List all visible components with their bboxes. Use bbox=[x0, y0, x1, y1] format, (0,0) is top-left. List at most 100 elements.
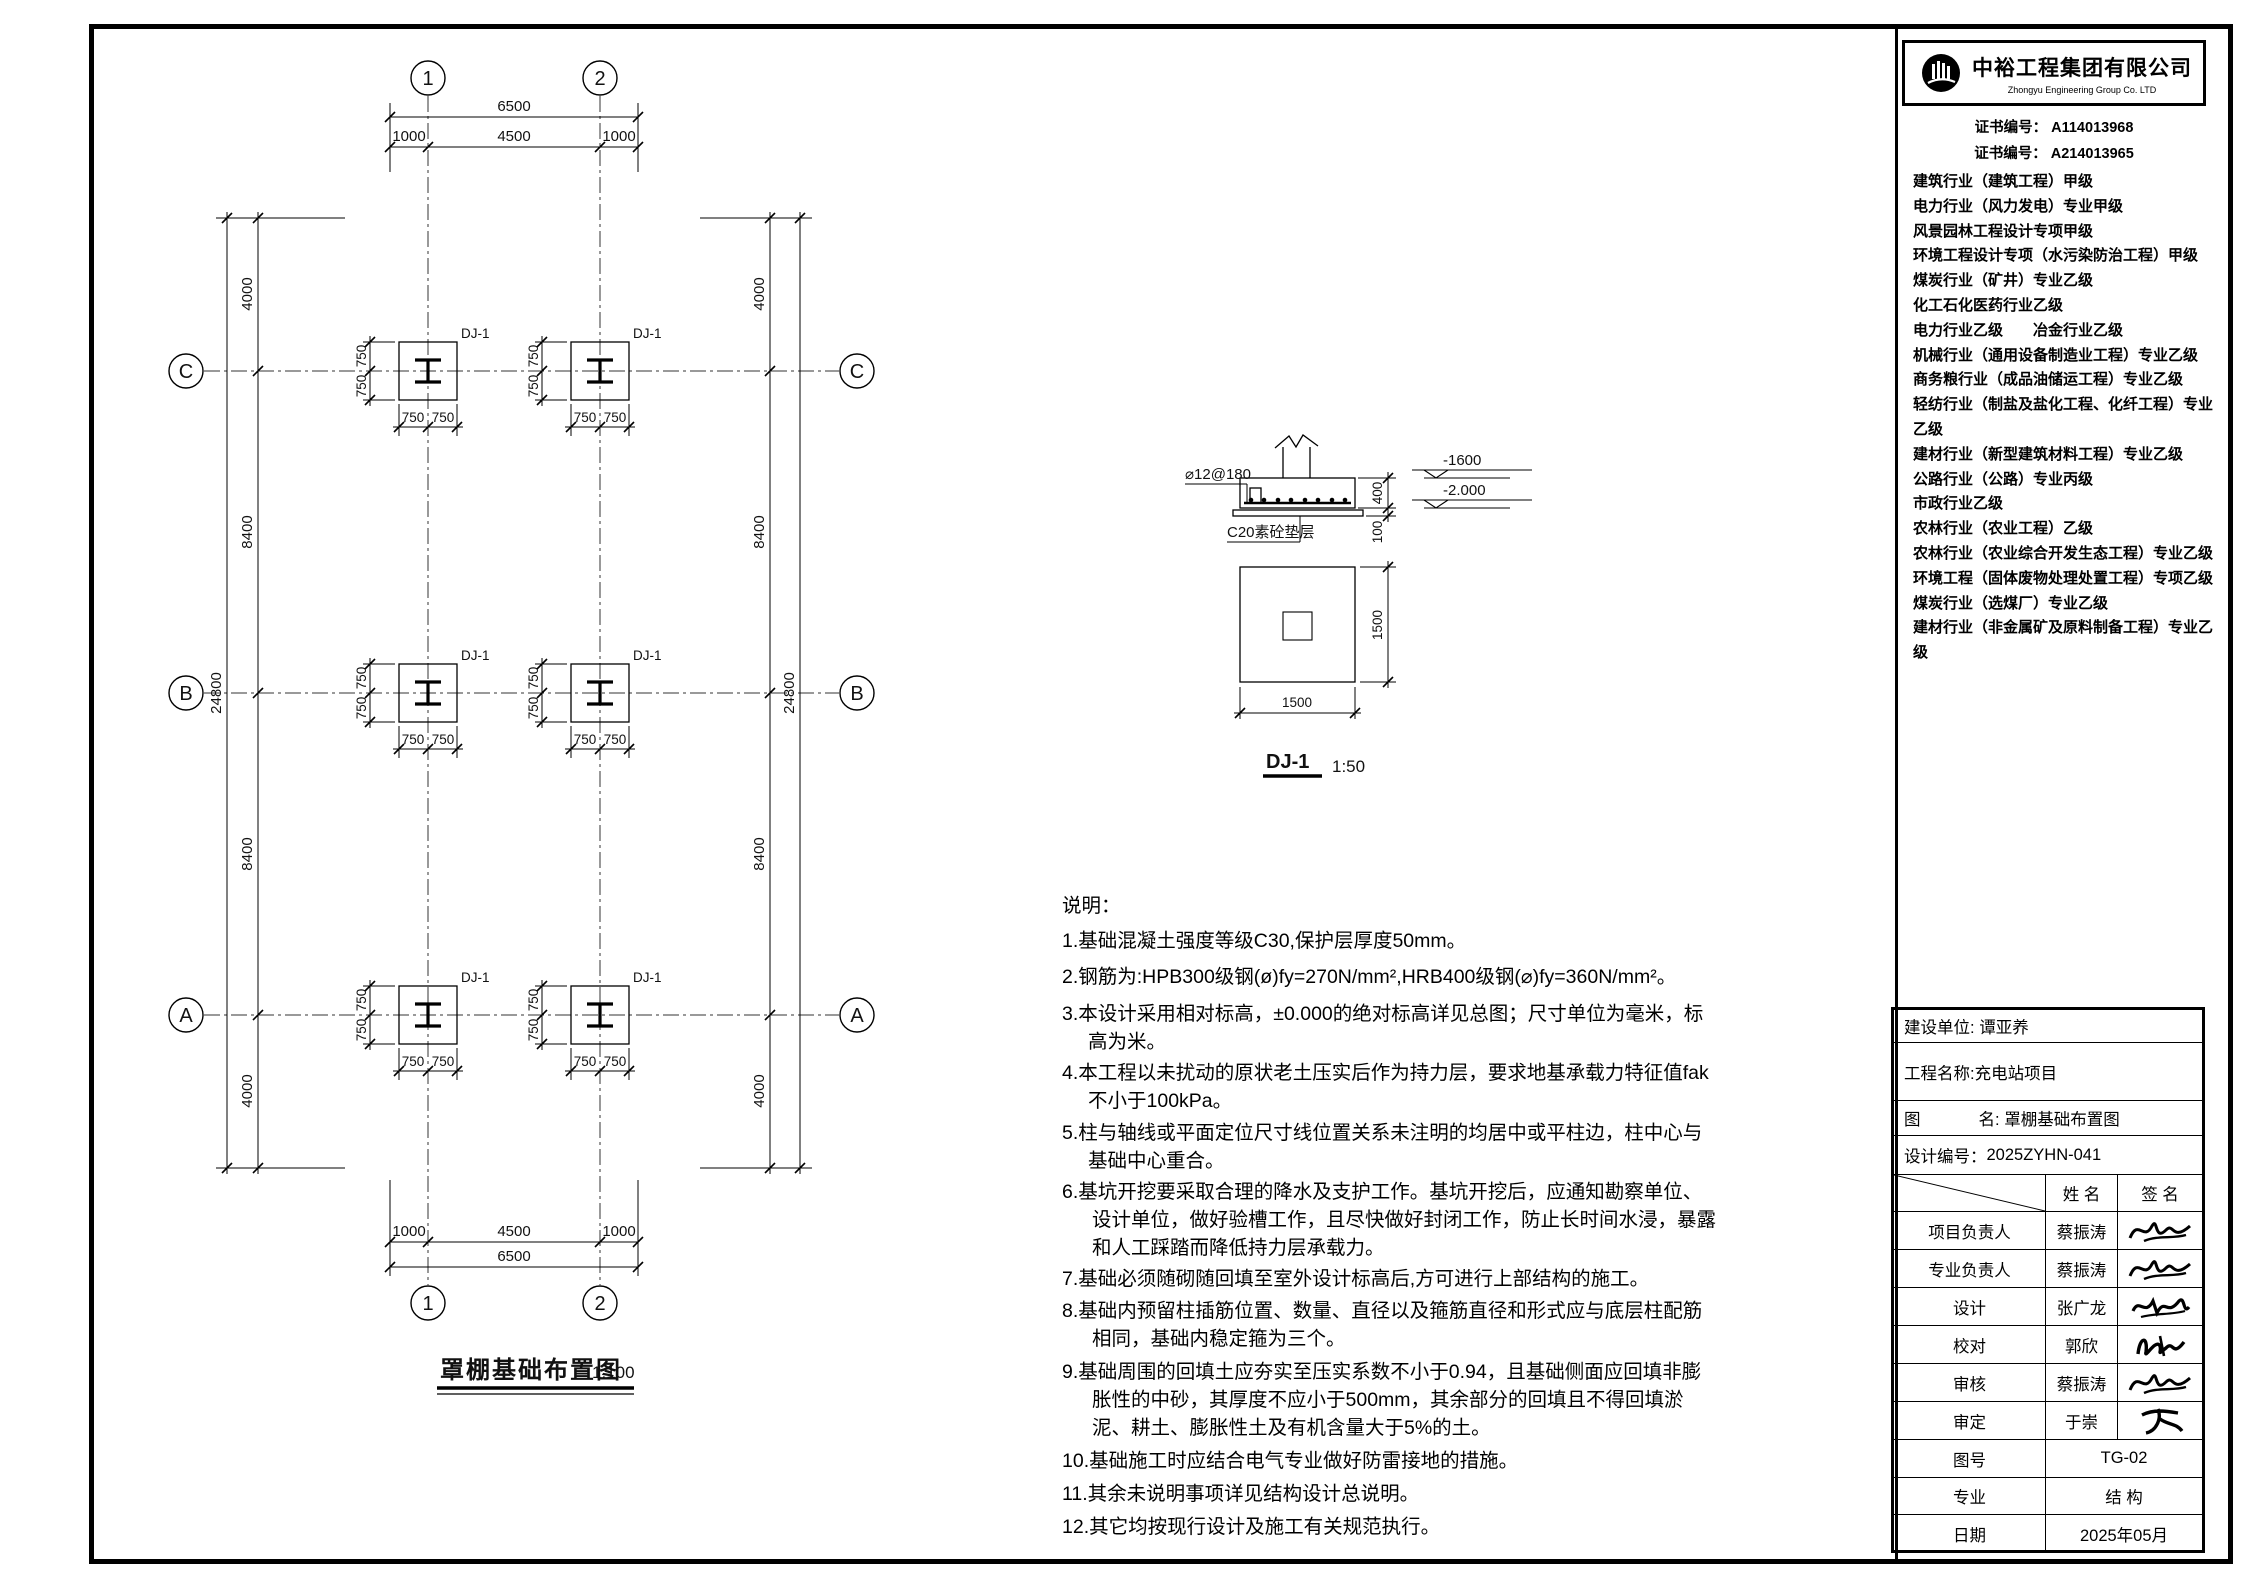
grid-bubble-1: 1 bbox=[422, 68, 433, 90]
signature-scribble bbox=[2141, 1407, 2184, 1435]
qualification-item: 建材行业（非金属矿及原料制备工程）专业乙级 bbox=[1913, 619, 2214, 662]
qualification-item: 煤炭行业（矿井）专业乙级 bbox=[1913, 272, 2094, 290]
design-no-label: 设计编号： bbox=[1904, 1148, 1987, 1166]
right-panel-divider bbox=[1895, 24, 1898, 1564]
note-item: 1.基础混凝土强度等级C30,保护层厚度50mm。 bbox=[1062, 929, 1467, 952]
grid-bubble-2: 2 bbox=[594, 68, 605, 90]
dim-4000: 4000 bbox=[239, 277, 256, 310]
qualification-item: 环境工程（固体废物处理处置工程）专项乙级 bbox=[1913, 569, 2214, 587]
sheet-border bbox=[89, 24, 2233, 1564]
dim-4500: 4500 bbox=[497, 1223, 530, 1240]
qualification-item: 化工石化医药行业乙级 bbox=[1913, 296, 2064, 314]
dimension-lines bbox=[216, 103, 812, 1276]
detail-scale: 1:50 bbox=[1332, 757, 1365, 776]
design-no-value: 2025ZYHN-041 bbox=[1986, 1145, 2102, 1164]
signature-scribble bbox=[2136, 1335, 2186, 1356]
qualification-list: 建筑行业（建筑工程）甲级 电力行业（风力发电）专业甲级 风景园林工程设计专项甲级… bbox=[1913, 170, 2223, 666]
project-row: 工程名称: 充电站项目 bbox=[1894, 1043, 2202, 1101]
figure-name: 罩棚基础布置图 bbox=[2004, 1111, 2120, 1129]
company-logo-icon bbox=[1922, 54, 1960, 92]
qualification-item: 机械行业（通用设备制造业工程）专业乙级 bbox=[1913, 346, 2199, 364]
elevation-bottom: -2.000 bbox=[1443, 482, 1486, 499]
note-item: 4.本工程以未扰动的原状老土压实后作为持力层，要求地基承载力特征值fak不小于1… bbox=[1062, 1062, 1709, 1113]
qualification-item: 轻纺行业（制盐及盐化工程、化纤工程）专业乙级 bbox=[1913, 396, 2214, 438]
dim-8400: 8400 bbox=[239, 515, 256, 548]
note-item: 9.基础周围的回填土应夯实至压实系数不小于0.94，且基础侧面应回填非膨胀性的中… bbox=[1062, 1361, 1702, 1439]
owner-value: 谭亚养 bbox=[1979, 1019, 2029, 1037]
note-item: 12.其它均按现行设计及施工有关规范执行。 bbox=[1062, 1515, 1441, 1538]
diagonal-line bbox=[1894, 1175, 2045, 1211]
elevation-top: -1600 bbox=[1443, 452, 1481, 469]
qualification-item: 农林行业（农业综合开发生态工程）专业乙级 bbox=[1913, 544, 2214, 562]
figure-label: 图 bbox=[1904, 1111, 1921, 1129]
role-label: 校对 bbox=[1894, 1326, 2046, 1363]
person-name: 张广龙 bbox=[2046, 1288, 2118, 1325]
dim-1000: 1000 bbox=[392, 1223, 425, 1240]
role-label: 审定 bbox=[1894, 1402, 2046, 1439]
person-row: 审定 于崇 bbox=[1894, 1402, 2202, 1440]
company-name-en: Zhongyu Engineering Group Co. LTD bbox=[2007, 84, 2157, 95]
title-block: 建设单位: 谭亚养 工程名称: 充电站项目 图 名: 罩棚基础布置图 设计编号：… bbox=[1891, 1007, 2205, 1553]
qualification-item: 风景园林工程设计专项甲级 bbox=[1913, 222, 2094, 240]
person-row: 项目负责人 蔡振涛 bbox=[1894, 1212, 2202, 1250]
dim-4000: 4000 bbox=[239, 1074, 256, 1107]
role-label: 项目负责人 bbox=[1894, 1212, 2046, 1249]
dim-6500-top: 6500 bbox=[497, 98, 530, 115]
role-label: 设计 bbox=[1894, 1288, 2046, 1325]
dim-1000: 1000 bbox=[602, 128, 635, 145]
signature-scribble bbox=[2128, 1373, 2191, 1394]
note-item: 7.基础必须随砌随回填至室外设计标高后,方可进行上部结构的施工。 bbox=[1062, 1268, 1650, 1291]
grid-bubble-A: A bbox=[179, 1005, 193, 1027]
grid-bubbles bbox=[168, 60, 875, 1321]
company-header: 中裕工程集团有限公司 Zhongyu Engineering Group Co.… bbox=[1902, 40, 2206, 106]
person-name: 蔡振涛 bbox=[2046, 1212, 2118, 1249]
cert-number-2: 证书编号： A214013965 bbox=[1974, 146, 2134, 162]
note-item: 8.基础内预留柱插筋位置、数量、直径以及箍筋直径和形式应与底层柱配筋相同，基础内… bbox=[1062, 1299, 1703, 1350]
qualification-item: 建材行业（新型建筑材料工程）专业乙级 bbox=[1913, 445, 2184, 463]
person-row: 校对 郭欣 bbox=[1894, 1326, 2202, 1364]
dim-4500: 4500 bbox=[497, 128, 530, 145]
grid-bubble-2: 2 bbox=[594, 1293, 605, 1315]
figure-label2: 名: bbox=[1978, 1111, 2000, 1129]
cert-number-1: 证书编号： A114013968 bbox=[1974, 120, 2134, 136]
col-header-name: 姓 名 bbox=[2046, 1175, 2118, 1211]
role-label: 审核 bbox=[1894, 1364, 2046, 1401]
discipline: 结 构 bbox=[2105, 1489, 2143, 1507]
date: 2025年05月 bbox=[2079, 1527, 2169, 1545]
qualification-item: 电力行业（风力发电）专业甲级 bbox=[1913, 197, 2124, 215]
detail-plan: 1500 1500 bbox=[1234, 561, 1396, 719]
project-value: 充电站项目 bbox=[1974, 1064, 2058, 1083]
owner-row: 建设单位: 谭亚养 bbox=[1894, 1010, 2202, 1043]
qualification-item: 商务粮行业（成品油储运工程）专业乙级 bbox=[1913, 371, 2184, 389]
qualification-item: 建筑行业（建筑工程）甲级 bbox=[1913, 173, 2094, 190]
figure-name-row: 图 名: 罩棚基础布置图 bbox=[1894, 1101, 2202, 1136]
rebar-label: ⌀12@180 bbox=[1185, 466, 1251, 483]
grid-bubble-1: 1 bbox=[422, 1293, 433, 1315]
dim-8400: 8400 bbox=[751, 837, 768, 870]
person-row: 设计 张广龙 bbox=[1894, 1288, 2202, 1326]
plan-scale: 1:100 bbox=[592, 1363, 635, 1382]
qualification-item: 市政行业乙级 bbox=[1913, 495, 2004, 513]
grid-bubble-C: C bbox=[179, 361, 193, 383]
role-label: 专业负责人 bbox=[1894, 1250, 2046, 1287]
qualification-item: 公路行业（公路）专业丙级 bbox=[1913, 470, 2094, 488]
notes-title: 说明： bbox=[1062, 895, 1121, 917]
dim-400: 400 bbox=[1370, 482, 1385, 505]
diagonal-cell bbox=[1894, 1175, 2046, 1211]
dim-6500-bottom: 6500 bbox=[497, 1248, 530, 1265]
col-header-sign: 签 名 bbox=[2141, 1186, 2179, 1204]
person-name: 郭欣 bbox=[2046, 1326, 2118, 1363]
note-item: 5.柱与轴线或平面定位尺寸线位置关系未注明的均居中或平柱边，柱中心与基础中心重合… bbox=[1062, 1121, 1703, 1172]
certificates: 证书编号： A114013968 证书编号： A214013965 bbox=[1902, 116, 2206, 168]
dim-8400: 8400 bbox=[751, 515, 768, 548]
meta-label: 图号 bbox=[1894, 1440, 2046, 1477]
meta-row: 专业 结 构 bbox=[1894, 1478, 2202, 1515]
drawing-number: TG-02 bbox=[2100, 1449, 2148, 1467]
qualification-item: 农林行业（农业工程）乙级 bbox=[1913, 520, 2094, 538]
qualification-item: 煤炭行业（选煤厂）专业乙级 bbox=[1913, 594, 2109, 612]
owner-label: 建设单位: bbox=[1904, 1019, 1975, 1037]
grid-axes bbox=[204, 96, 839, 1285]
person-name: 蔡振涛 bbox=[2046, 1250, 2118, 1287]
footings bbox=[352, 324, 664, 1082]
